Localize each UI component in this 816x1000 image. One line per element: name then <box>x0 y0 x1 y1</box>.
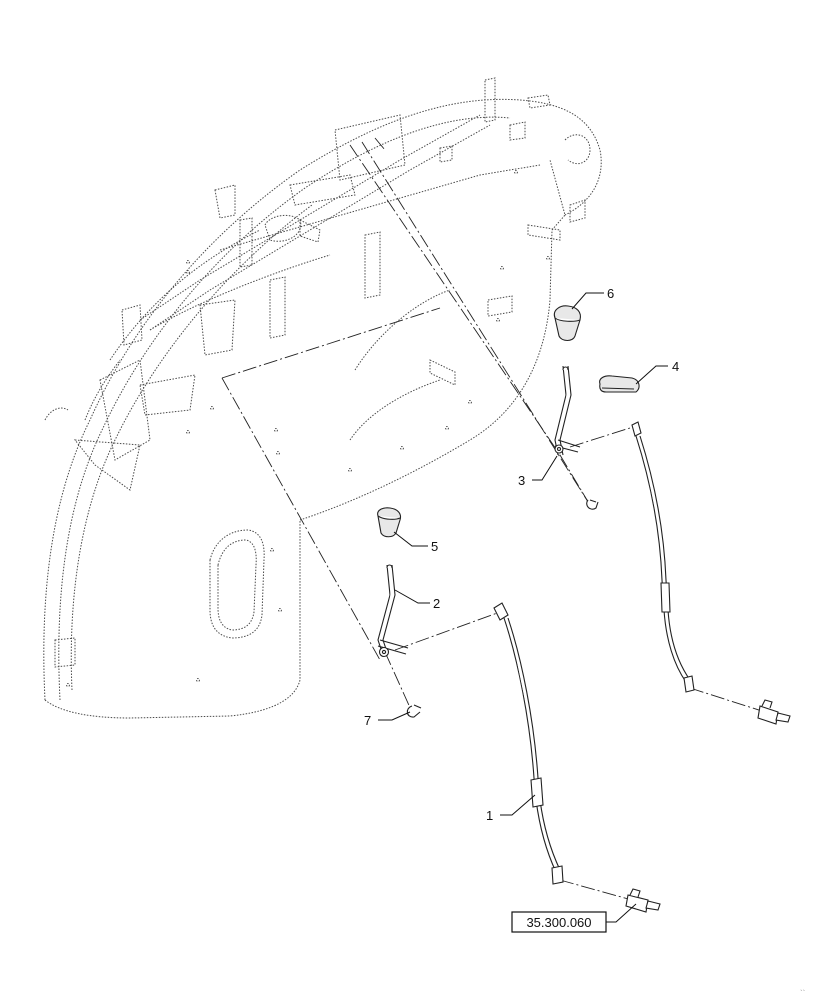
callout-1: 1 <box>486 808 493 823</box>
fitting-upper <box>757 699 791 725</box>
callout-3: 3 <box>518 473 525 488</box>
callout-2: 2 <box>433 596 440 611</box>
assembly-centerlines <box>221 137 766 901</box>
fitting-lower <box>625 888 661 913</box>
fender-housing <box>43 77 602 719</box>
lever-part-2 <box>377 564 409 658</box>
reference-box[interactable]: 35.300.060 <box>511 911 607 933</box>
callout-6: 6 <box>607 286 614 301</box>
knob-part-5 <box>377 507 402 538</box>
callout-4: 4 <box>672 359 679 374</box>
knob-part-6 <box>553 305 581 342</box>
lever-part-3 <box>554 365 581 456</box>
callout-7: 7 <box>364 713 371 728</box>
cable-upper-right <box>631 421 695 693</box>
callout-5: 5 <box>431 539 438 554</box>
clip-upper <box>586 499 599 510</box>
cable-part-1 <box>493 602 564 885</box>
clip-part-7 <box>406 704 422 718</box>
corner-mark: `` <box>800 989 806 998</box>
grommet-part-4 <box>599 375 640 393</box>
reference-label: 35.300.060 <box>526 915 591 930</box>
callout-leaders <box>378 292 668 923</box>
